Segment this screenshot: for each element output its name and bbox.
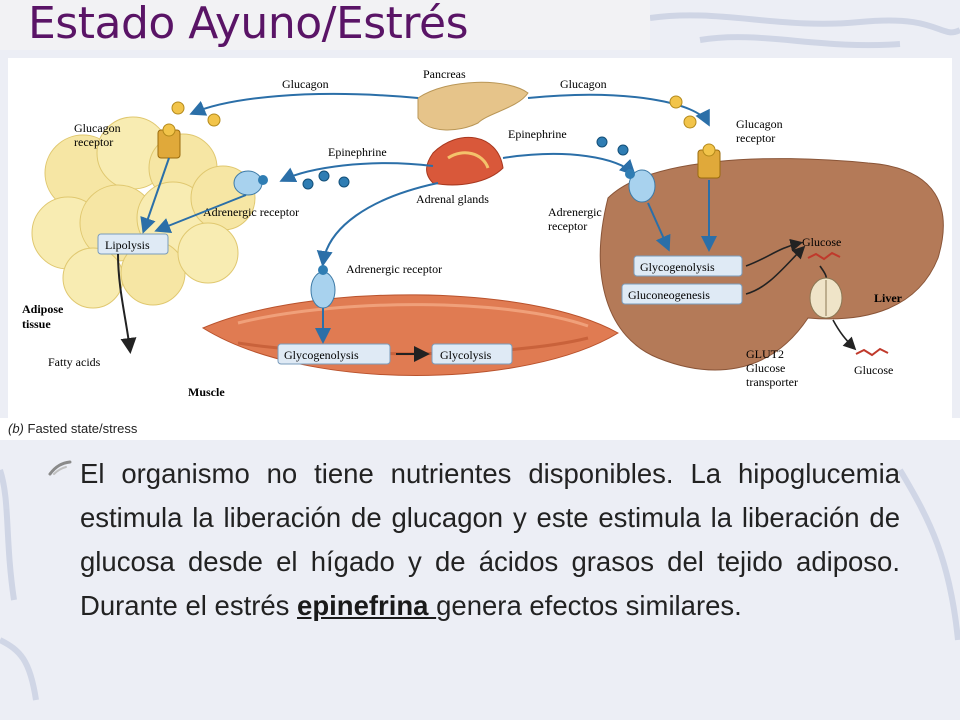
caption-letter: (b) [8,421,24,436]
pancreas-label: Pancreas [423,67,466,81]
slide-body-text: El organismo no tiene nutrientes disponi… [80,452,900,628]
adrenergic-receptor-muscle-label: Adrenergic receptor [346,262,442,276]
caption-strip [0,418,960,440]
epinephrine-left-label: Epinephrine [328,145,387,159]
epinephrine-right-label: Epinephrine [508,127,567,141]
bullet-icon [48,460,72,476]
glucagon-right-label: Glucagon [560,77,607,91]
pancreas-illustration [417,81,529,131]
slide-title: Estado Ayuno/Estrés [28,0,469,49]
adrenergic-receptor-muscle [310,265,336,309]
glucagon-receptor-left-label-1: Glucagon [74,121,121,135]
caption-text: Fasted state/stress [23,421,138,436]
muscle-label: Muscle [188,385,225,399]
glut2-transporter-icon [809,277,843,319]
glucagon-receptor-right-label-2: receptor [736,131,775,145]
body-text-after: genera efectos similares. [436,590,742,621]
adrenergic-receptor-right-label-1: Adrenergic [548,205,602,219]
glut2-label-3: transporter [746,375,798,389]
glut2-label-1: GLUT2 [746,347,784,361]
glut2-label-2: Glucose [746,361,785,375]
adrenal-glands-label: Adrenal glands [416,192,489,206]
glucagon-left-label: Glucagon [282,77,329,91]
muscle-illustration [201,294,619,376]
lipolysis-label: Lipolysis [105,238,150,252]
glucagon-receptor-right-label-1: Glucagon [736,117,783,131]
adrenergic-receptor-liver [625,169,656,203]
glycolysis-label: Glycolysis [440,348,492,362]
gluconeogenesis-label: Gluconeogenesis [628,288,710,302]
adrenal-glands-illustration [426,137,504,186]
epinefrina-link[interactable]: epinefrina [297,590,437,621]
glucose-top-label: Glucose [802,235,841,249]
liver-illustration [599,158,944,371]
figure-caption: (b) Fasted state/stress [8,421,137,436]
fatty-acids-label: Fatty acids [48,355,101,369]
glucagon-receptor-left-label-2: receptor [74,135,113,149]
glucose-bottom-label: Glucose [854,363,893,377]
adrenergic-receptor-adipose [233,170,268,196]
glucagon-receptor-left [157,123,181,159]
adipose-label-2: tissue [22,317,51,331]
fasted-state-diagram: Pancreas Adrenal glands Glucagon Glucago… [8,58,952,418]
glycogenolysis-liver-label: Glycogenolysis [640,260,715,274]
glucagon-receptor-right [697,143,721,179]
liver-label: Liver [874,291,903,305]
adipose-label-1: Adipose [22,302,64,316]
adrenergic-receptor-left-label: Adrenergic receptor [203,205,299,219]
body-text-before: El organismo no tiene nutrientes disponi… [80,458,900,621]
adrenergic-receptor-right-label-2: receptor [548,219,587,233]
glycogenolysis-muscle-label: Glycogenolysis [284,348,359,362]
